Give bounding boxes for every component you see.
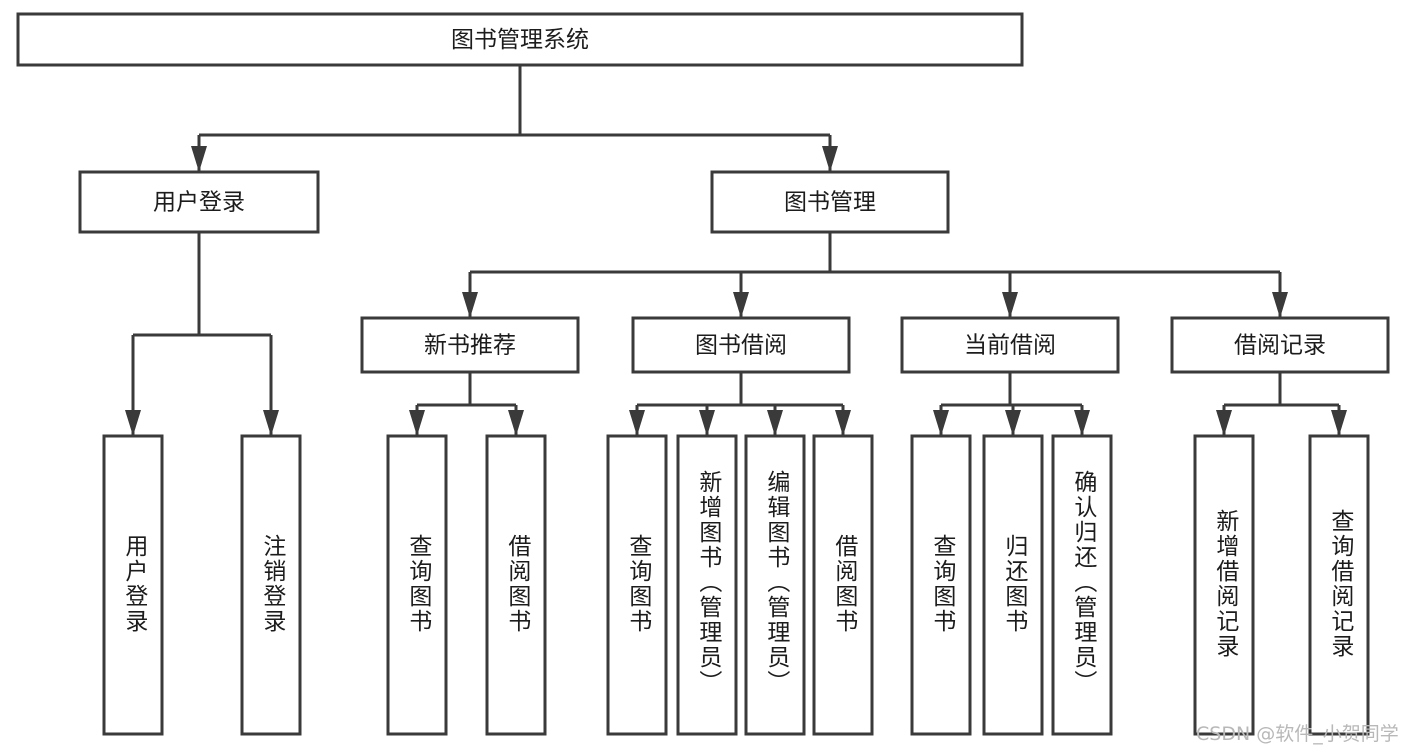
node-box-leaf-confirm-return-admin[interactable] <box>1051 434 1113 736</box>
node-box-leaf-query-borrow-record[interactable] <box>1308 434 1370 736</box>
node-label-root: 图书管理系统 <box>451 27 589 53</box>
node-box-leaf-borrow-book-rec[interactable] <box>485 434 547 736</box>
conn-bookmanage-to-level2-arrow-book-borrow <box>733 292 749 318</box>
conn-bookborrow-to-leaves-arrow-leaf-borrow-book <box>835 410 851 436</box>
node-box-leaf-query-book-current[interactable] <box>910 434 972 736</box>
conn-root-to-level1-arrow-book-manage <box>822 146 838 172</box>
conn-userlogin-to-leaves-arrow-leaf-user-login <box>125 410 141 436</box>
node-label-borrow-record: 借阅记录 <box>1234 333 1326 359</box>
conn-bookmanage-to-level2-arrow-current-borrow <box>1002 292 1018 318</box>
node-box-leaf-query-book-borrow[interactable] <box>606 434 668 736</box>
node-box-user-login[interactable] <box>78 170 320 234</box>
node-box-leaf-query-book-rec[interactable] <box>386 434 448 736</box>
node-box-new-book-rec[interactable] <box>360 316 580 374</box>
node-label-user-login: 用户登录 <box>153 190 245 216</box>
conn-borrowrecord-to-leaves-arrow-leaf-add-borrow-record <box>1216 410 1232 436</box>
conn-newbook-to-leaves-arrow-leaf-borrow-book-rec <box>508 410 524 436</box>
conn-currentborrow-to-leaves-arrow-leaf-confirm-return-admin <box>1074 410 1090 436</box>
node-label-current-borrow: 当前借阅 <box>964 333 1056 359</box>
node-label-book-borrow: 图书借阅 <box>695 333 787 359</box>
node-label-book-manage: 图书管理 <box>784 190 876 216</box>
conn-root-to-level1-arrow-user-login <box>191 146 207 172</box>
conn-borrowrecord-to-leaves-arrow-leaf-query-borrow-record <box>1331 410 1347 436</box>
conn-bookborrow-to-leaves-arrow-leaf-edit-book-admin <box>767 410 783 436</box>
node-box-leaf-borrow-book[interactable] <box>812 434 874 736</box>
conn-userlogin-to-leaves-arrow-leaf-user-logout <box>263 410 279 436</box>
node-box-leaf-add-borrow-record[interactable] <box>1193 434 1255 736</box>
connector-layer <box>125 65 1347 436</box>
conn-newbook-to-leaves-arrow-leaf-query-book-rec <box>409 410 425 436</box>
node-box-root[interactable] <box>16 12 1024 67</box>
conn-currentborrow-to-leaves-arrow-leaf-return-book <box>1005 410 1021 436</box>
node-box-book-manage[interactable] <box>710 170 950 234</box>
node-box-leaf-edit-book-admin[interactable] <box>744 434 806 736</box>
conn-bookmanage-to-level2-arrow-borrow-record <box>1272 292 1288 318</box>
node-box-leaf-add-book-admin[interactable] <box>676 434 738 736</box>
node-label-new-book-rec: 新书推荐 <box>424 333 516 359</box>
conn-bookborrow-to-leaves-arrow-leaf-add-book-admin <box>699 410 715 436</box>
csdn-watermark: CSDN @软件_小贺同学 <box>1196 723 1399 745</box>
node-box-leaf-return-book[interactable] <box>982 434 1044 736</box>
node-box-layer <box>16 12 1390 736</box>
conn-bookmanage-to-level2-arrow-new-book-rec <box>462 292 478 318</box>
node-box-leaf-user-login[interactable] <box>102 434 164 736</box>
node-box-book-borrow[interactable] <box>631 316 851 374</box>
conn-bookborrow-to-leaves-arrow-leaf-query-book-borrow <box>629 410 645 436</box>
node-box-current-borrow[interactable] <box>900 316 1120 374</box>
node-box-borrow-record[interactable] <box>1170 316 1390 374</box>
node-box-leaf-user-logout[interactable] <box>240 434 302 736</box>
conn-currentborrow-to-leaves-arrow-leaf-query-book-current <box>933 410 949 436</box>
